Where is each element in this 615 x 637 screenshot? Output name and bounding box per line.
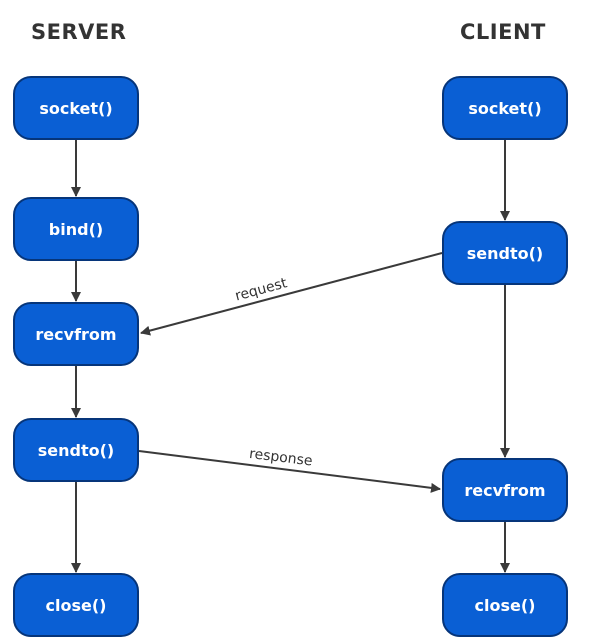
client-socket-node: socket() [442,76,568,140]
response-label: response [248,446,313,470]
server-recvfrom-node: recvfrom [13,302,139,366]
server-close-node: close() [13,573,139,637]
client-close-node: close() [442,573,568,637]
client-recvfrom-node: recvfrom [442,458,568,522]
client-sendto-node: sendto() [442,221,568,285]
udp-socket-flow-diagram: SERVER CLIENT request response socket() … [13,20,568,637]
server-socket-node: socket() [13,76,139,140]
arrow-response [138,450,441,493]
server-sendto-node: sendto() [13,418,139,482]
arrows-layer: request response [71,140,510,573]
server-column-title: SERVER [31,20,127,44]
arrow-request [140,252,443,336]
client-column-title: CLIENT [460,20,546,44]
server-bind-node: bind() [13,197,139,261]
